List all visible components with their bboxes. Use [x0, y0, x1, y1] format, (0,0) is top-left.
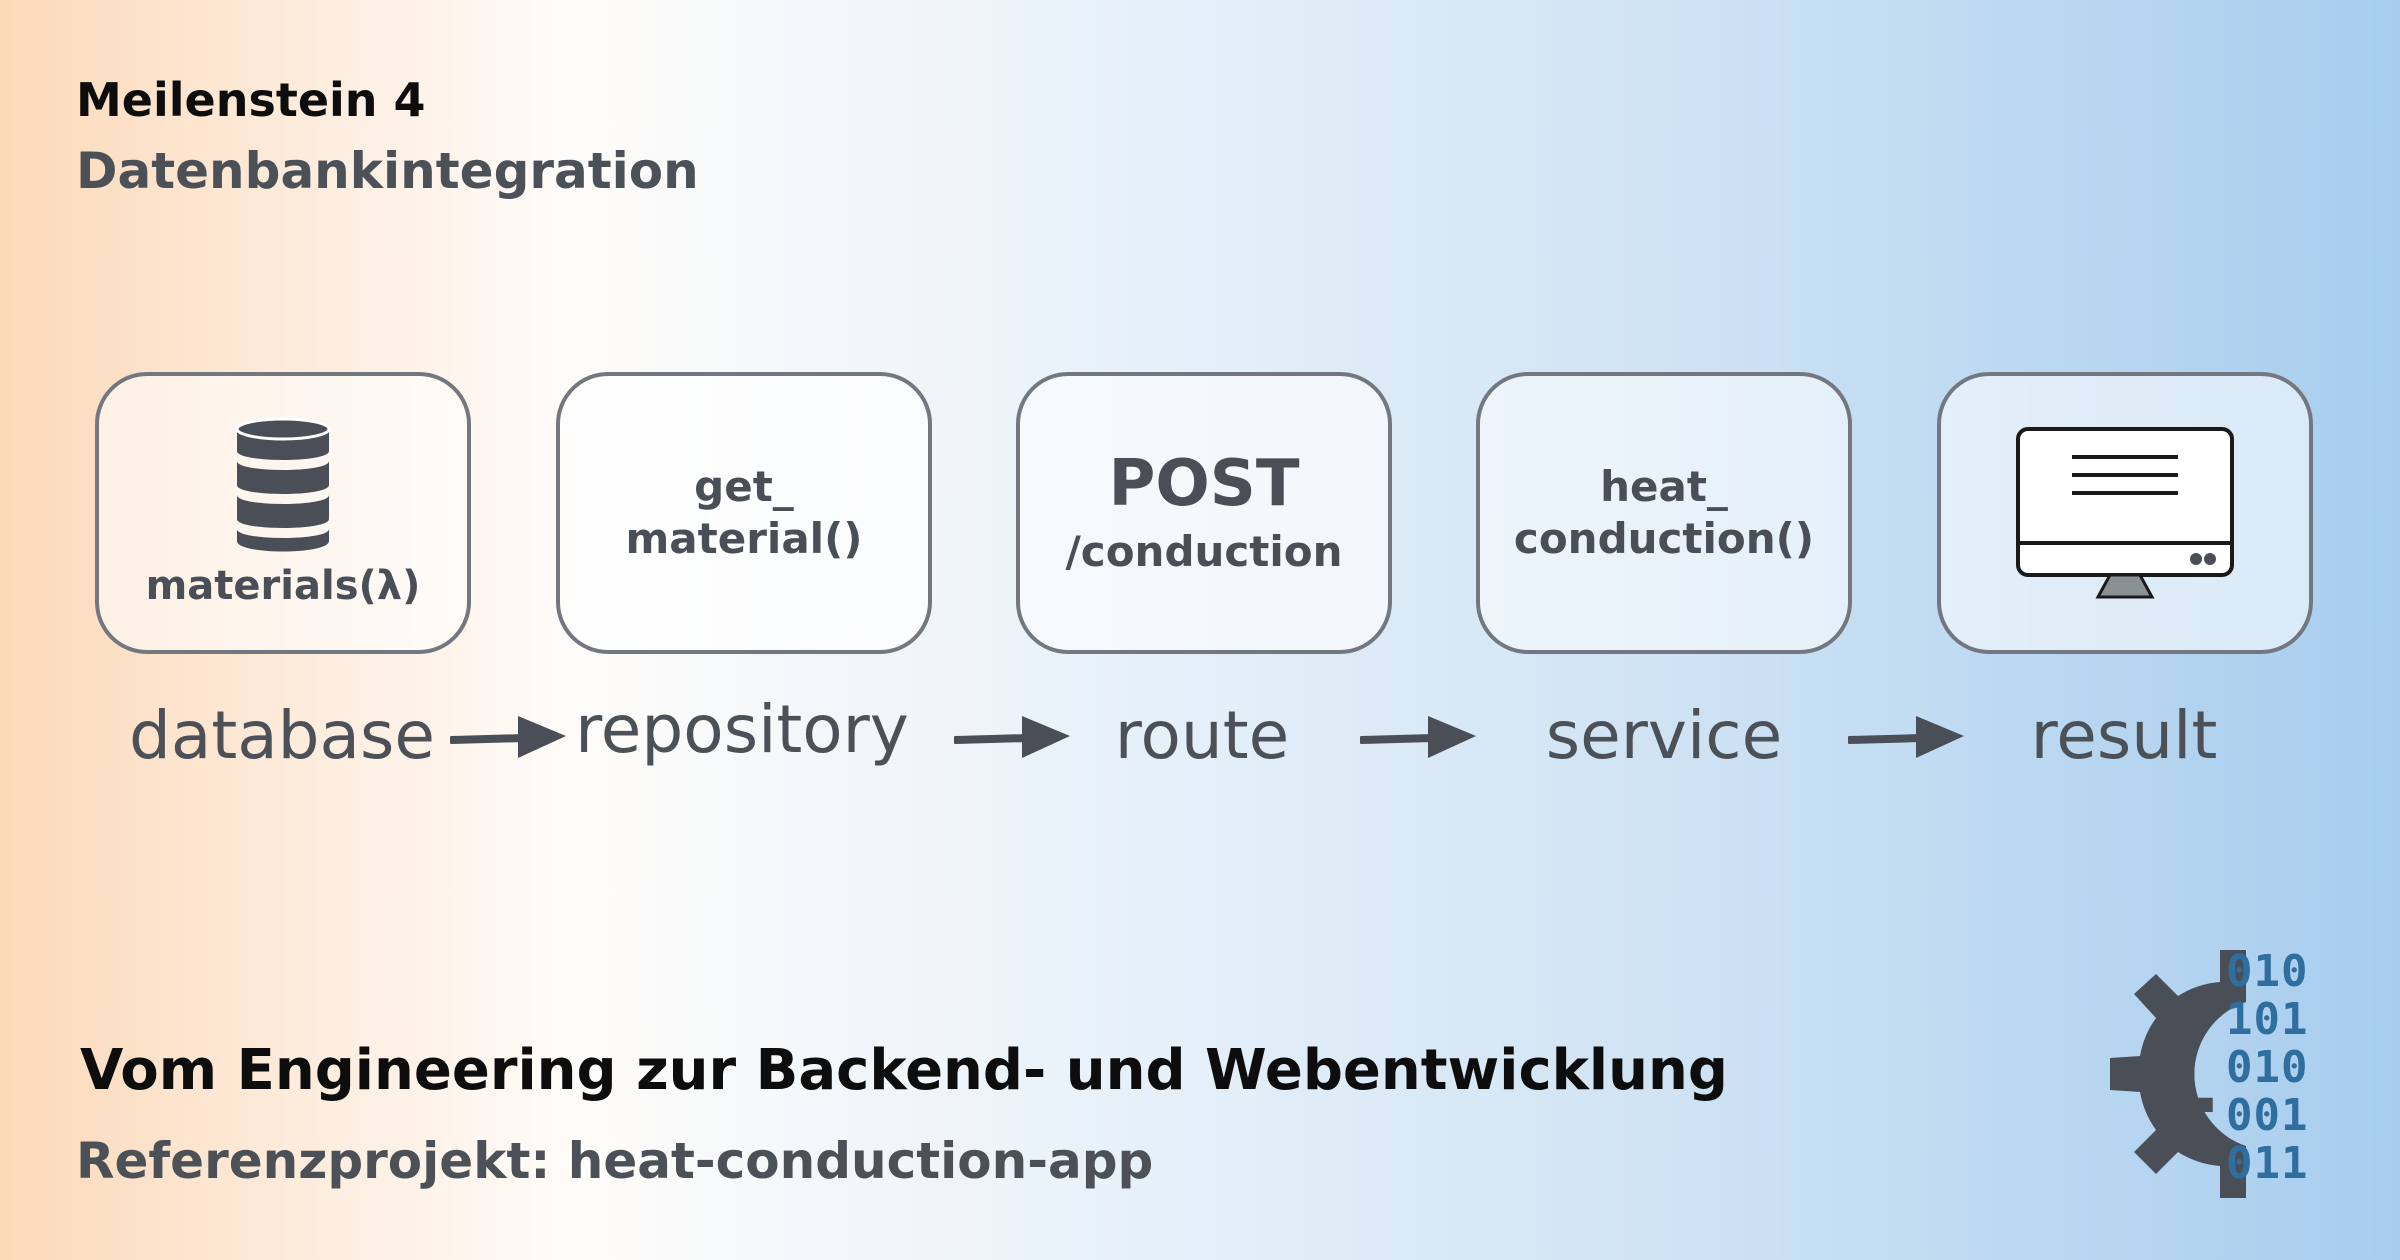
service-line1: heat_ — [1600, 462, 1728, 511]
footer-title: Vom Engineering zur Backend- und Webentw… — [80, 1038, 1728, 1103]
route-box: POST /conduction — [1016, 372, 1392, 654]
result-box — [1937, 372, 2313, 654]
binary-code: 010 101 010 001 011 — [2226, 948, 2308, 1188]
footer-subtitle: Referenzprojekt: heat-conduction-app — [76, 1132, 1154, 1190]
monitor-icon — [2016, 427, 2234, 599]
gear-logo-icon: 1 — [2110, 950, 2246, 1198]
binary-line: 010 — [2226, 946, 2309, 997]
stage-label-route: route — [1114, 697, 1290, 774]
stage-label-service: service — [1545, 697, 1783, 774]
arrow-right-icon — [1360, 716, 1476, 758]
arrow-right-icon — [954, 716, 1070, 758]
binary-line: 011 — [2226, 1138, 2309, 1189]
stage-label-repository: repository — [575, 691, 909, 768]
database-box: materials(λ) — [95, 372, 471, 654]
route-method: POST — [1108, 447, 1300, 521]
arrow-right-icon — [1848, 716, 1964, 758]
route-path: /conduction — [1065, 527, 1343, 576]
stage-label-result: result — [2030, 697, 2218, 774]
repository-box: get_ material() — [556, 372, 932, 654]
header: Meilenstein 4 Datenbankintegration — [76, 72, 699, 202]
repository-line1: get_ — [694, 462, 794, 511]
arrow-right-icon — [450, 716, 566, 758]
database-icon — [235, 417, 331, 552]
binary-line: 010 — [2226, 1042, 2309, 1093]
materials-label: materials(λ) — [145, 563, 421, 609]
logo-digit: 1 — [2144, 1010, 2221, 1138]
milestone-subtitle: Datenbankintegration — [76, 142, 699, 200]
repository-line2: material() — [625, 514, 863, 563]
binary-line: 001 — [2226, 1090, 2309, 1141]
stage-label-database: database — [129, 697, 435, 774]
milestone-label: Meilenstein 4 — [76, 73, 426, 127]
service-box: heat_ conduction() — [1476, 372, 1852, 654]
binary-line: 101 — [2226, 994, 2309, 1045]
service-line2: conduction() — [1513, 514, 1815, 563]
